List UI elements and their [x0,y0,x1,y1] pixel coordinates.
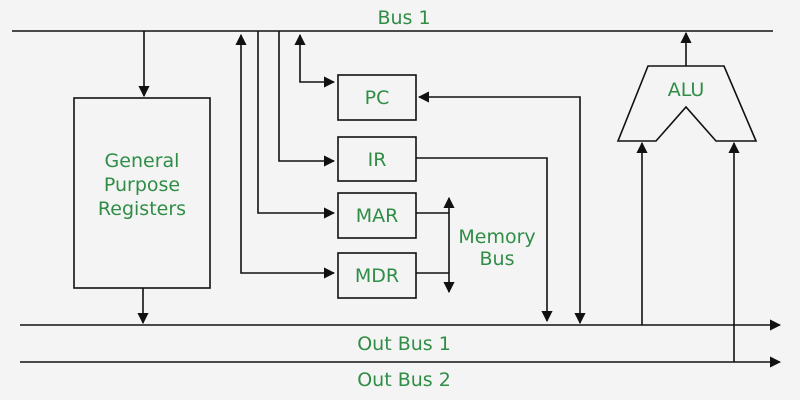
bus1-ir-link [278,31,336,167]
outbus1-pc-link [417,91,586,325]
alu-label: ALU [668,79,705,101]
ir-label: IR [368,149,387,171]
out-bus1-label: Out Bus 1 [357,333,451,355]
out-bus2-label: Out Bus 2 [357,369,451,391]
mar-label: MAR [356,205,399,227]
bus1-pc-link [294,33,336,88]
pc-register [337,74,417,121]
gpr-label-line1: General [105,150,180,172]
pc-label: PC [365,87,390,109]
alu-block [616,65,758,142]
mdr-label: MDR [355,265,399,287]
bus1-label: Bus 1 [377,7,430,29]
memory-bus-label-line2: Bus [480,248,515,270]
gpr-label-line3: Registers [98,198,186,220]
bus1-mdr-link [235,33,336,279]
memory-bus-label-line1: Memory [458,226,535,248]
ir-outbus1-link [416,157,553,323]
ir-register [337,136,417,182]
bus1-mar-link [257,31,336,219]
general-purpose-registers-block [73,97,211,289]
mar-register [337,192,417,239]
mdr-register [337,252,417,299]
gpr-label-line2: Purpose [104,174,180,196]
